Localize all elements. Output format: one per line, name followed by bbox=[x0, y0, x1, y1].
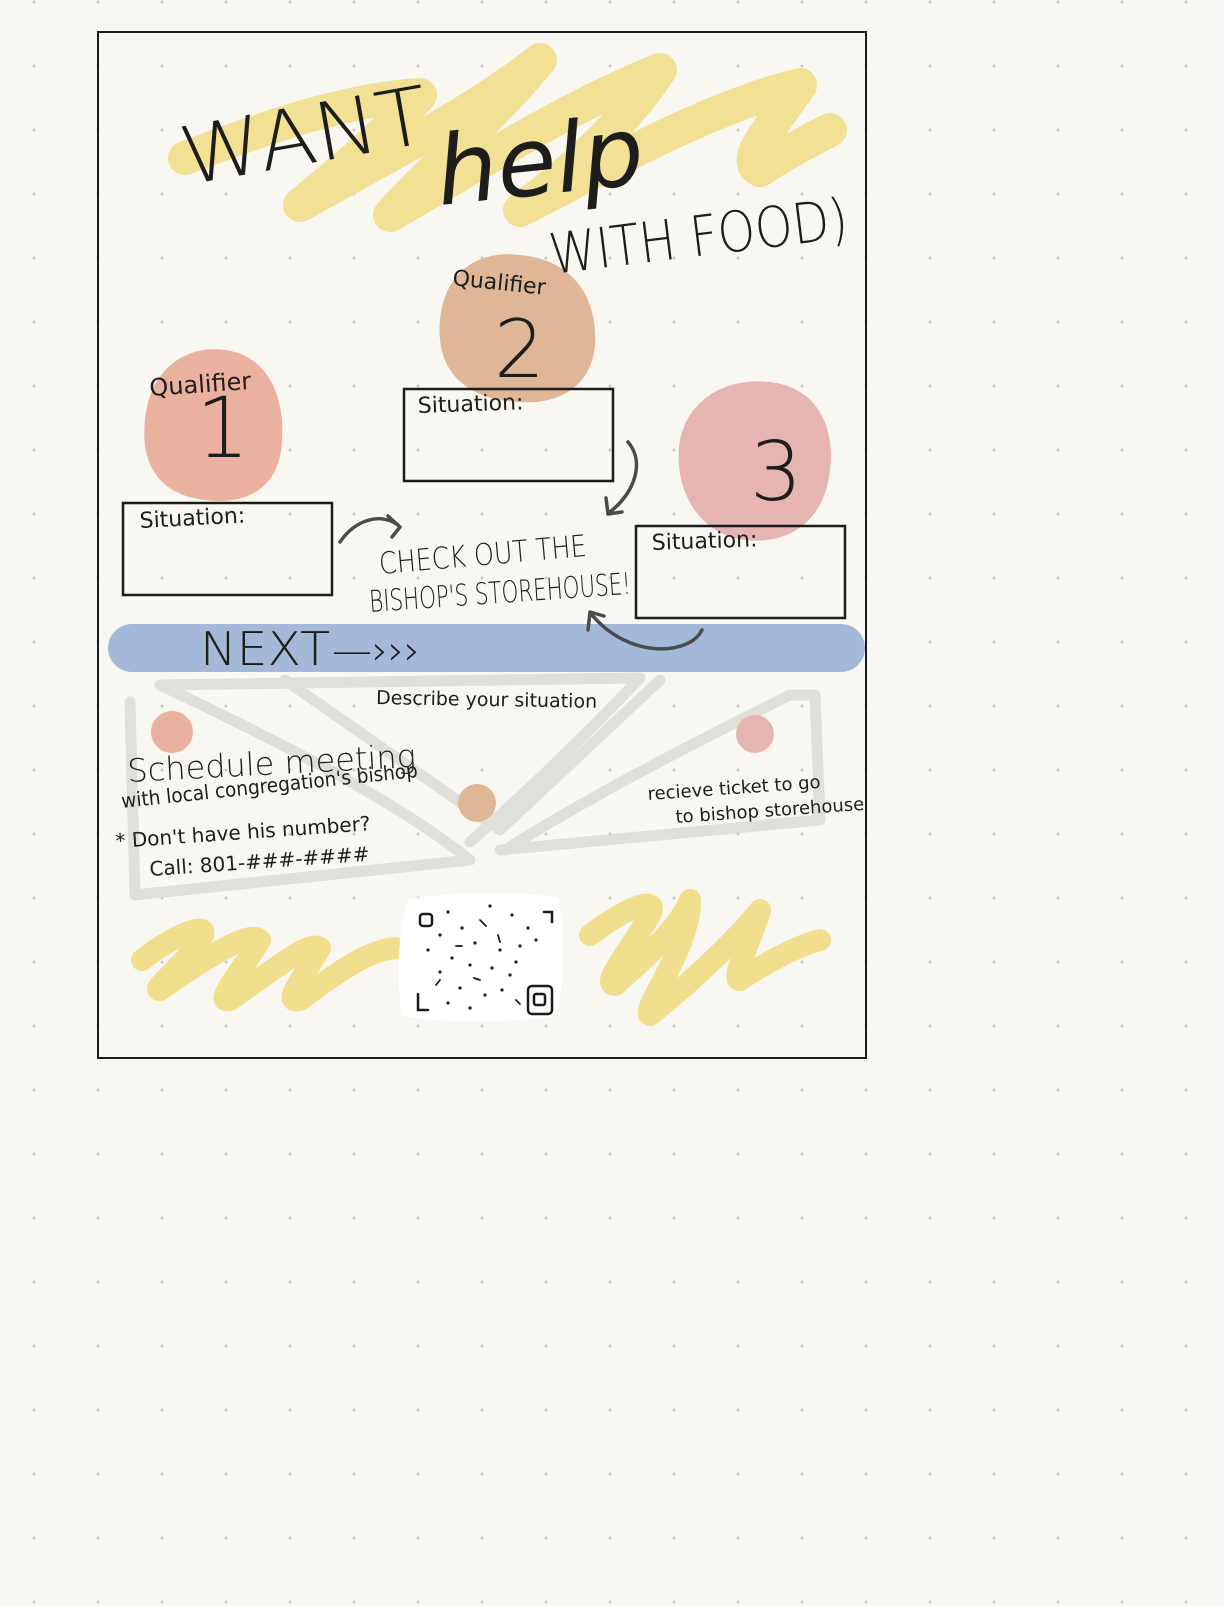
yellow-scribble-bottom bbox=[131, 889, 831, 1026]
situation-1-label: Situation: bbox=[139, 503, 246, 533]
step-dot-right bbox=[736, 715, 774, 753]
step-dot-left bbox=[151, 711, 193, 753]
step-dot-center bbox=[458, 784, 496, 822]
next-arrow: —››› bbox=[332, 628, 420, 674]
arrow-strokes bbox=[338, 440, 704, 651]
qualifier-3-number: 3 bbox=[750, 425, 802, 520]
qualifier-2-number: 2 bbox=[494, 303, 545, 396]
situation-3-label: Situation: bbox=[651, 527, 757, 556]
qualifier-3-blob bbox=[678, 381, 831, 541]
next-bar bbox=[108, 624, 865, 672]
situation-2-label: Situation: bbox=[417, 390, 523, 419]
title-help: help bbox=[431, 95, 649, 228]
qualifier-2-blob bbox=[439, 254, 596, 403]
next-label: NEXT bbox=[200, 622, 330, 676]
flow-triangles bbox=[124, 672, 826, 901]
situation-box-3 bbox=[634, 524, 847, 620]
qualifier-1-blob bbox=[144, 349, 283, 501]
situation-box-2 bbox=[402, 387, 615, 483]
describe-situation-text: Describe your situation bbox=[376, 687, 597, 713]
situation-box-1 bbox=[121, 501, 334, 597]
qualifier-1-number: 1 bbox=[196, 379, 249, 477]
yellow-scribble-top bbox=[168, 43, 847, 232]
qr-code-icon bbox=[398, 892, 564, 1022]
